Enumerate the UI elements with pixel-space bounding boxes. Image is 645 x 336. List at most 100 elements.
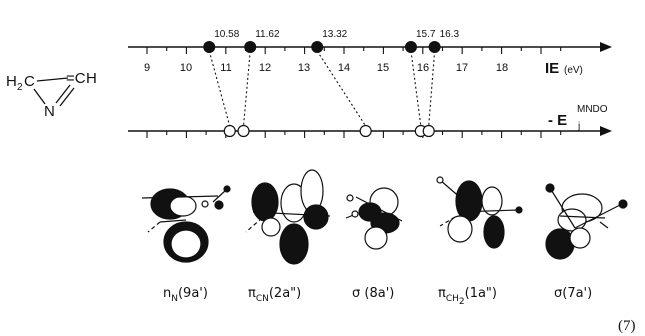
mndo-point <box>223 124 236 138</box>
ie-axis: 9 10 11 12 13 14 15 16 17 18 IE (eV) <box>128 42 612 77</box>
orbital-lobe <box>261 217 281 237</box>
mol-h2: H <box>6 73 17 90</box>
orbital-lobe <box>364 226 388 250</box>
orbital-bond <box>457 209 519 213</box>
mndo-axis-superscript: MNDO <box>577 104 608 115</box>
orbital-bond <box>159 219 187 223</box>
orbital-lobe <box>618 199 628 209</box>
orbital-lobe <box>447 215 473 243</box>
mol-h2-subscript: 2 <box>17 82 23 93</box>
tick-label-16: 16 <box>417 62 429 74</box>
experimental-ie-label: 11.62 <box>255 29 280 40</box>
experimental-ie-label: 13.32 <box>322 29 347 40</box>
orbital-lobe <box>346 194 354 202</box>
orbital-lobe <box>303 204 329 230</box>
tick-label-14: 14 <box>338 62 350 74</box>
experimental-ie-points <box>203 41 441 53</box>
mndo-axis-label: - E <box>548 112 567 129</box>
mndo-axis-arrow <box>600 126 612 136</box>
tick-label-13: 13 <box>298 62 310 74</box>
mol-c-right: =C <box>66 70 86 87</box>
orbital-sketch-sigma-8a <box>345 187 403 250</box>
orbital-label-pi-ch2: πCH2(1a") <box>438 286 497 307</box>
equation-number: (7) <box>618 318 636 334</box>
correlation-line <box>316 50 367 127</box>
orbital-label-sigma-7a: σ(7a') <box>554 286 592 301</box>
correlation-lines <box>208 50 436 127</box>
bond-cn <box>33 88 46 105</box>
orbital-lobe <box>279 223 309 265</box>
tick-label-18: 18 <box>496 62 508 74</box>
orbital-bond <box>252 211 331 217</box>
bond-cc <box>36 77 69 82</box>
orbital-bond <box>439 216 456 227</box>
orbital-lobe <box>455 180 483 222</box>
orbital-lobe <box>251 182 279 222</box>
mndo-point <box>422 124 435 138</box>
ie-axis-label: IE <box>545 60 559 77</box>
correlation-line <box>208 50 231 127</box>
orbital-lobe <box>569 227 591 249</box>
tick-label-12: 12 <box>259 62 271 74</box>
orbital-sketch-sigma-7a <box>545 183 628 260</box>
orbital-bond <box>147 221 161 233</box>
orbital-sketch-nN <box>141 185 231 263</box>
ie-axis-arrow <box>600 42 612 52</box>
orbital-lobe <box>481 186 503 216</box>
bond-cn-double-b <box>59 87 75 107</box>
orbital-bond <box>245 217 263 233</box>
orbital-bond <box>559 215 606 219</box>
ie-axis-unit: (eV) <box>564 65 583 76</box>
bond-cn-double-a <box>55 84 71 104</box>
experimental-ie-label: 16.3 <box>440 29 460 40</box>
orbital-lobe <box>223 185 231 193</box>
orbital-sketch-pi-cn <box>245 169 331 265</box>
orbital-bond <box>599 221 609 229</box>
orbital-bond <box>549 187 576 229</box>
tick-label-15: 15 <box>377 62 389 74</box>
orbital-lobe <box>545 228 575 260</box>
orbital-label-nN: nN(9a') <box>163 286 208 304</box>
mol-n: N <box>44 103 55 120</box>
tick-label-11: 11 <box>220 62 231 74</box>
experimental-ie-point <box>311 41 324 53</box>
orbital-bond <box>212 189 227 203</box>
orbital-bond <box>141 195 219 199</box>
orbital-lobe <box>170 229 202 259</box>
mndo-axis-ticks <box>146 131 562 138</box>
mol-c-left: C <box>24 73 35 90</box>
experimental-ie-point <box>428 41 441 53</box>
ie-axis-ticks <box>146 47 562 54</box>
orbital-bond <box>574 204 621 229</box>
experimental-ie-labels: 10.58 11.62 13.32 15.7 16.3 <box>214 29 459 40</box>
orbital-sketch-pi-ch2 <box>436 176 523 249</box>
experimental-ie-point <box>244 41 257 53</box>
orbital-label-pi-cn: πCN(2a") <box>248 286 301 304</box>
correlation-line <box>242 50 251 127</box>
orbital-lobe <box>545 183 555 193</box>
orbital-lobe <box>169 195 197 217</box>
orbital-lobe <box>351 210 359 218</box>
mndo-points <box>223 124 435 138</box>
orbital-lobe <box>201 200 209 208</box>
ie-axis-tick-labels: 9 10 11 12 13 14 15 16 17 18 <box>144 62 508 74</box>
mol-h-right: H <box>86 70 97 87</box>
mndo-point <box>237 124 250 138</box>
experimental-ie-label: 10.58 <box>214 29 239 40</box>
mndo-point <box>359 124 372 138</box>
orbital-label-sigma-8a: σ (8a') <box>352 286 394 301</box>
correlation-line <box>410 50 422 127</box>
orbital-bond <box>439 179 471 207</box>
experimental-ie-point <box>404 41 417 53</box>
experimental-ie-label: 15.7 <box>416 29 436 40</box>
orbital-lobe <box>436 176 444 184</box>
orbital-labels: nN(9a') πCN(2a") σ (8a') πCH2(1a") σ(7a'… <box>163 286 592 307</box>
mndo-axis-subscript: j <box>577 121 580 132</box>
tick-label-10: 10 <box>180 62 192 74</box>
orbital-bond <box>355 196 403 222</box>
orbital-lobe <box>214 200 224 210</box>
tick-label-17: 17 <box>456 62 468 74</box>
orbital-lobe <box>515 206 523 214</box>
experimental-ie-point <box>203 41 216 53</box>
